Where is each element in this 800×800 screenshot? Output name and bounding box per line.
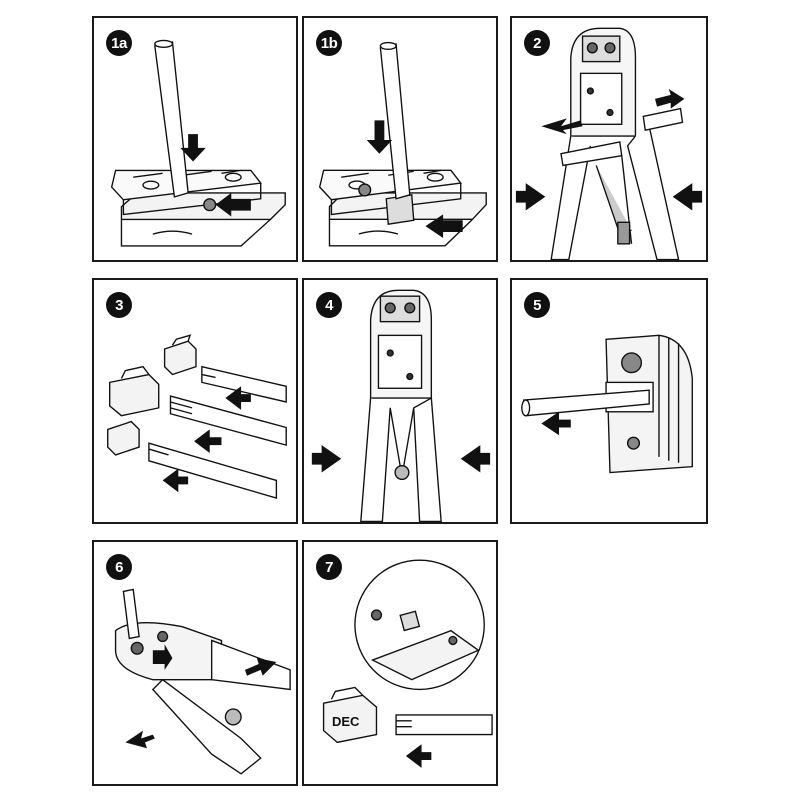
step-badge-1b: 1b [316,30,342,56]
step-5-panel: 5 [510,278,708,524]
step-7-panel: 7 DEC [302,540,498,786]
step-badge-7: 7 [316,554,342,580]
step-badge-2: 2 [524,30,550,56]
step-3-illustration [107,334,287,499]
step-1b-panel: 1b [302,16,498,262]
step-1a-illustration [110,39,286,247]
step-badge-6: 6 [106,554,132,580]
step-2-illustration [515,27,703,260]
step-badge-1a: 1a [106,30,132,56]
step-4-illustration [311,289,491,522]
step-6-panel: 6 [92,540,298,786]
step-2-panel: 2 [510,16,708,262]
plug-marking-label: DEC [332,714,360,729]
step-3-panel: 3 [92,278,298,524]
step-badge-5: 5 [524,292,550,318]
step-1b-illustration [318,41,487,247]
step-5-illustration [521,334,693,474]
step-1a-panel: 1a [92,16,298,262]
step-badge-4: 4 [316,292,342,318]
step-6-illustration [114,588,291,775]
step-4-panel: 4 [302,278,498,524]
step-badge-3: 3 [106,292,132,318]
step-7-illustration [322,559,493,768]
